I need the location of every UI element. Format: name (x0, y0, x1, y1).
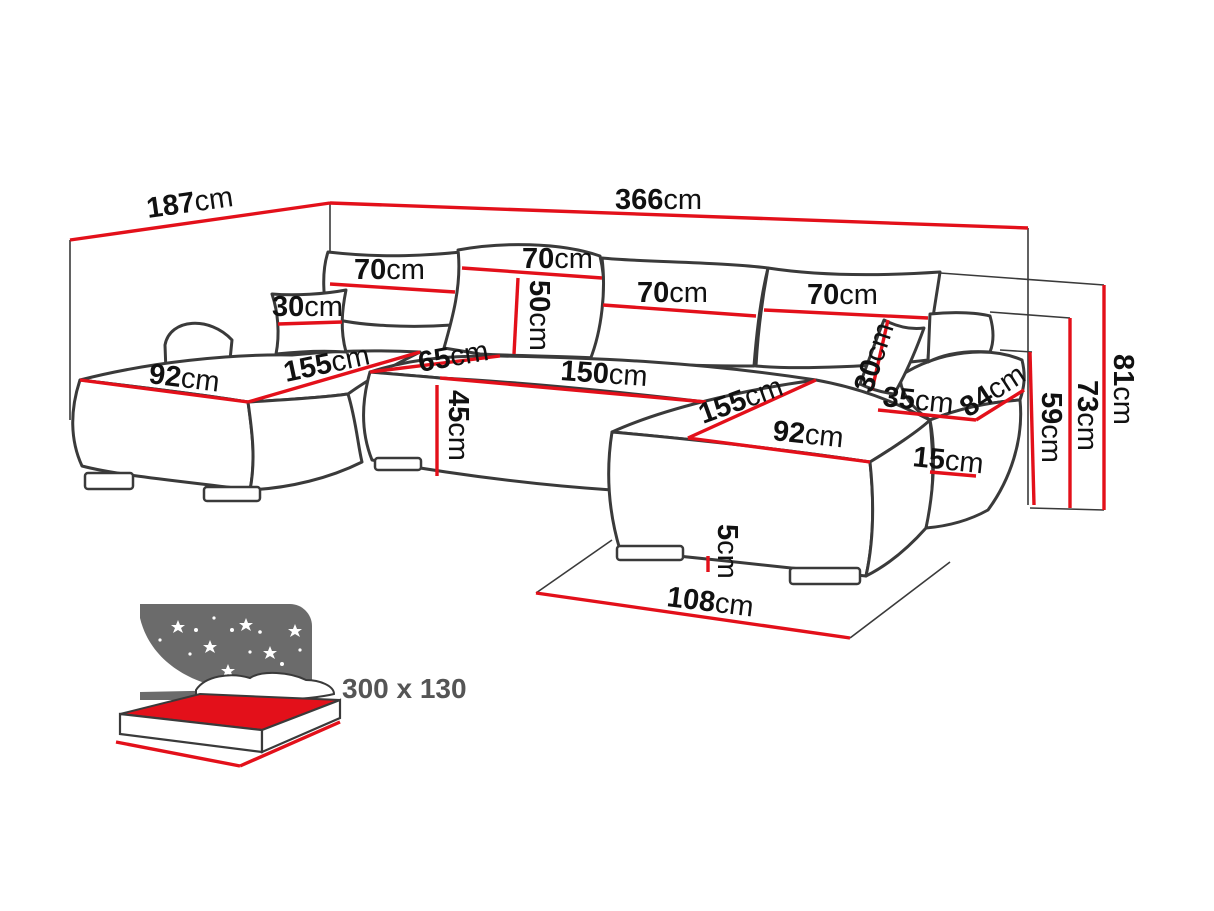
reference-lines (69, 202, 1105, 639)
label-92-right: 92cm (771, 415, 845, 454)
label-15: 15cm (911, 441, 985, 480)
label-pillow-30-left: 30cm (272, 291, 343, 323)
label-150: 150cm (560, 355, 649, 393)
label-45: 45cm (442, 390, 474, 461)
right-chaise (607, 378, 935, 586)
label-108: 108cm (665, 581, 755, 623)
label-366: 366cm (615, 184, 702, 216)
right-armrest (898, 311, 1026, 530)
left-chaise-side (246, 392, 364, 492)
right-armrest-front (924, 398, 1023, 530)
bed-icon: 300 x 130 (115, 604, 467, 768)
label-cushion-70-3: 70cm (637, 277, 708, 309)
label-59: 59cm (1035, 392, 1067, 463)
label-cushion-70-1: 70cm (354, 254, 425, 286)
label-92-left: 92cm (147, 358, 221, 398)
label-187: 187cm (145, 181, 236, 225)
label-cushion-70-4: 70cm (807, 279, 878, 311)
label-50: 50cm (523, 280, 555, 351)
stars-icon (158, 616, 302, 677)
bed-size-label: 300 x 130 (342, 673, 467, 704)
label-35: 35cm (881, 381, 955, 420)
label-65: 65cm (416, 335, 491, 379)
label-73: 73cm (1071, 380, 1103, 451)
label-cushion-70-2: 70cm (522, 243, 593, 275)
red-dimension-lines (69, 201, 1106, 640)
label-5: 5cm (711, 524, 743, 579)
label-81: 81cm (1107, 354, 1139, 425)
right-back-panel (926, 311, 995, 364)
